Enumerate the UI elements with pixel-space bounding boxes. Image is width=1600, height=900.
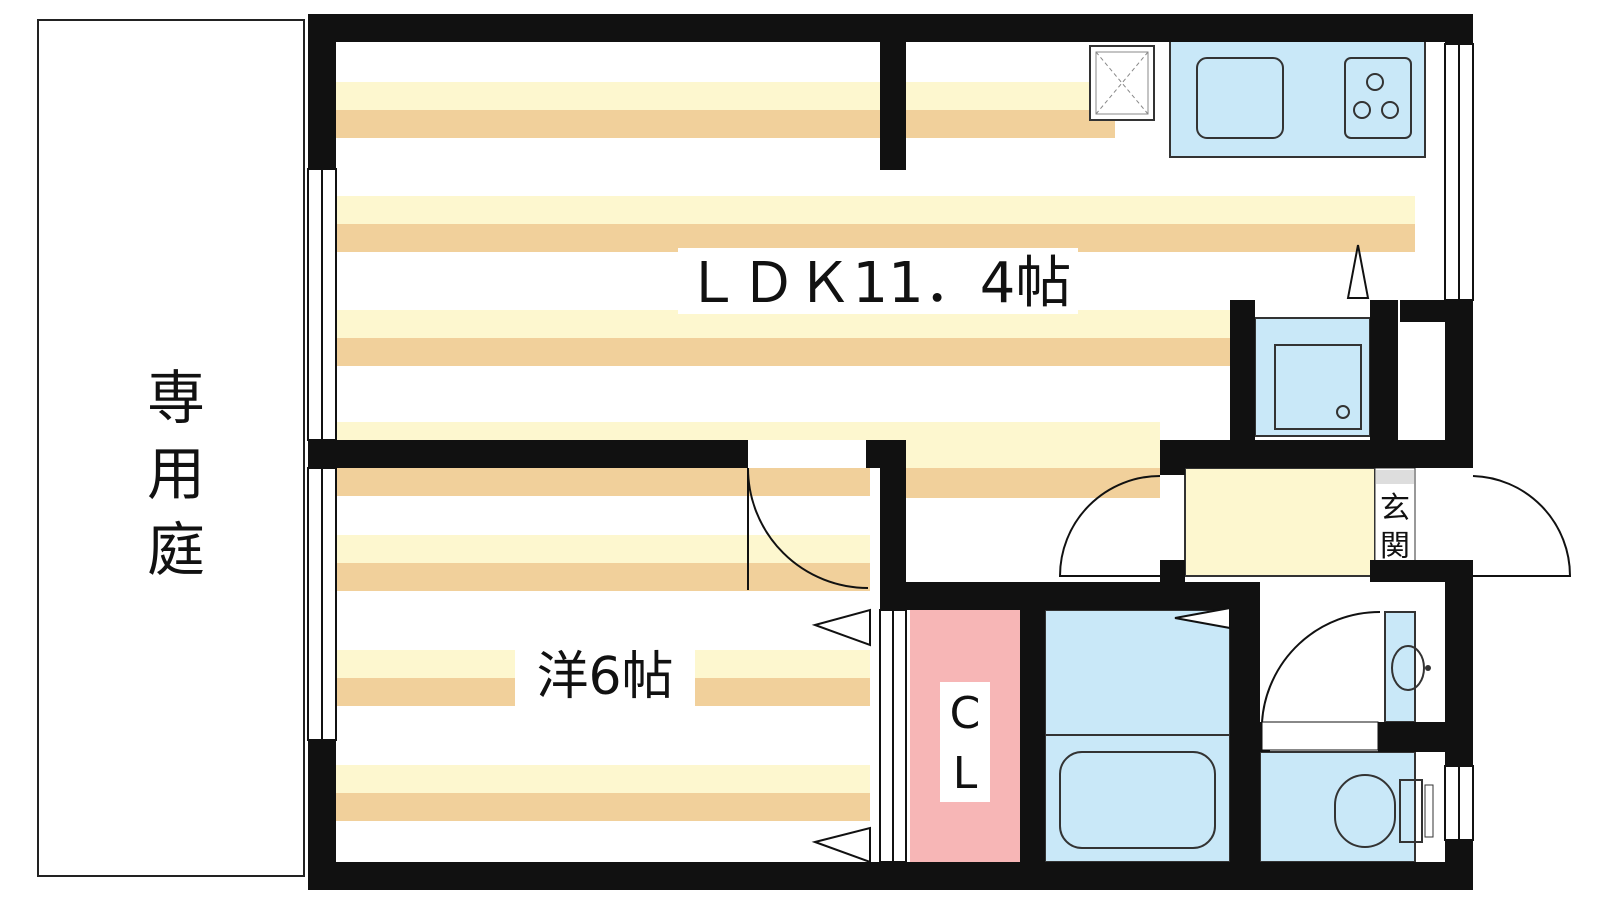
closet-label-l: L: [953, 748, 978, 799]
entrance-label-2: 関: [1380, 529, 1410, 564]
garden-label-2: 用: [147, 440, 205, 508]
doors: [747, 244, 1572, 864]
western-room-label: 洋6帖: [536, 647, 673, 707]
entrance: [1184, 467, 1416, 577]
ldk-label: ＬＤＫ11．4帖: [685, 251, 1072, 316]
toilet: [1259, 751, 1434, 863]
garden-label-3: 庭: [147, 516, 205, 584]
walls: [308, 14, 1473, 890]
entrance-label-1: 玄: [1380, 491, 1410, 526]
kitchen-counter: [1169, 39, 1426, 158]
closet-doors: [879, 609, 907, 863]
washing-machine-area: [1254, 317, 1371, 437]
bathroom: [1044, 609, 1231, 863]
fridge-space: [1089, 45, 1155, 121]
closet: [910, 610, 1020, 862]
shoe-storage: [1398, 322, 1422, 432]
private-garden: 専 用 庭: [37, 19, 305, 877]
ldk-flooring: [335, 82, 1415, 498]
windows: [307, 43, 1474, 841]
washbasin: [1260, 610, 1431, 725]
closet-label-c: C: [950, 688, 981, 739]
garden-label-1: 専: [147, 364, 205, 432]
